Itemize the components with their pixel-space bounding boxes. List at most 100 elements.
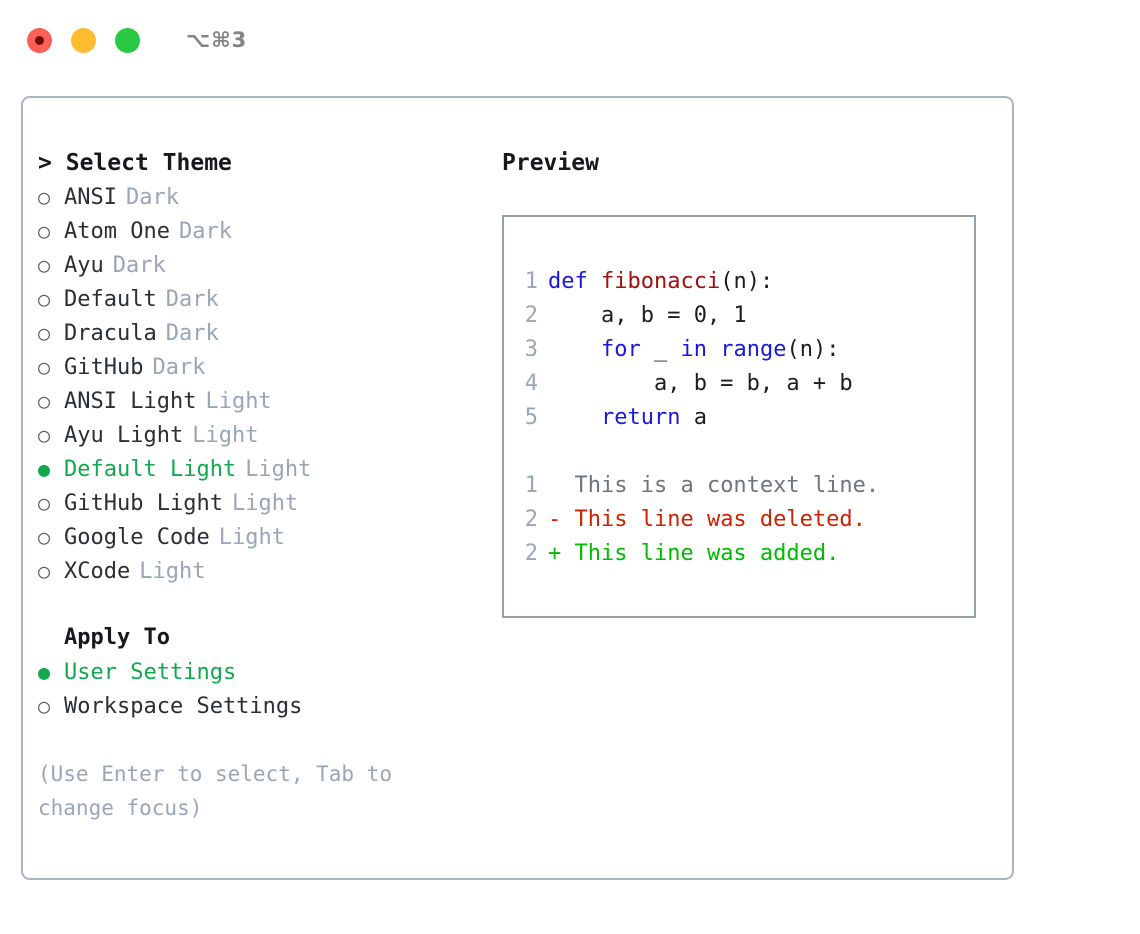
select-theme-heading-label: Select Theme	[65, 150, 232, 176]
record-dot-icon	[35, 35, 44, 45]
radio-unselected-icon: ○	[38, 253, 51, 277]
code-token-txt: a, b = b, a + b	[548, 371, 853, 396]
code-token-txt: (n):	[720, 269, 774, 294]
radio-selected-icon: ●	[38, 660, 51, 684]
line-number: 1	[524, 473, 538, 498]
theme-option-variant-badge: Dark	[178, 219, 232, 244]
code-line: 3 for _ in range(n):	[504, 333, 974, 367]
code-token-kw: in range	[680, 337, 787, 362]
diff-sample: 1 This is a context line.2- This line wa…	[504, 469, 974, 571]
diff-line-add: 2+ This line was added.	[504, 537, 974, 571]
code-line-content: return a	[548, 401, 707, 435]
code-line: 1 def fibonacci(n):	[504, 265, 974, 299]
code-token-kw: for	[600, 337, 641, 362]
radio-unselected-icon: ○	[38, 491, 51, 515]
radio-unselected-icon: ○	[38, 525, 51, 549]
theme-option-variant-badge: Dark	[165, 321, 219, 346]
theme-option-ansi-light[interactable]: ○ ANSI Light Light	[38, 384, 488, 418]
theme-option-label: Ayu Light	[64, 423, 184, 448]
select-theme-heading: > Select Theme	[38, 146, 488, 180]
theme-option-xcode[interactable]: ○ XCode Light	[38, 554, 488, 588]
theme-option-variant-badge: Light	[245, 457, 312, 482]
code-line: 4 a, b = b, a + b	[504, 367, 974, 401]
theme-option-label: GitHub	[64, 355, 144, 380]
line-number: 1	[524, 269, 538, 294]
code-line: 2 a, b = 0, 1	[504, 299, 974, 333]
diff-marker-ctx	[548, 469, 561, 503]
diff-line-content: This line was deleted.	[561, 507, 866, 532]
theme-option-label: Default	[64, 287, 157, 312]
line-number: 5	[524, 405, 538, 430]
theme-option-variant-badge: Dark	[112, 253, 166, 278]
window-controls	[27, 27, 140, 53]
code-diff-separator	[504, 435, 974, 469]
radio-unselected-icon: ○	[38, 355, 51, 379]
theme-option-label: ANSI Light	[64, 389, 197, 414]
theme-option-github[interactable]: ○ GitHub Dark	[38, 350, 488, 384]
theme-option-variant-badge: Light	[205, 389, 272, 414]
theme-option-label: GitHub Light	[64, 491, 223, 516]
theme-option-label: ANSI	[64, 185, 117, 210]
theme-option-variant-badge: Light	[218, 525, 285, 550]
diff-line-content: This is a context line.	[561, 473, 880, 498]
diff-line-ctx: 1 This is a context line.	[504, 469, 974, 503]
theme-option-label: Dracula	[64, 321, 157, 346]
code-token-txt: _	[640, 337, 681, 362]
theme-option-ayu[interactable]: ○ Ayu Dark	[38, 248, 488, 282]
code-token-txt: a, b = 0, 1	[548, 303, 747, 328]
keyboard-shortcut-label: ⌥⌘3	[186, 28, 248, 52]
radio-unselected-icon: ○	[38, 423, 51, 447]
focus-caret-icon: >	[38, 150, 52, 176]
radio-unselected-icon: ○	[38, 559, 51, 583]
radio-unselected-icon: ○	[38, 694, 51, 718]
zoom-button[interactable]	[115, 27, 140, 53]
radio-unselected-icon: ○	[38, 389, 51, 413]
theme-option-ansi[interactable]: ○ ANSI Dark	[38, 180, 488, 214]
radio-unselected-icon: ○	[38, 185, 51, 209]
theme-option-label: Default Light	[64, 457, 237, 482]
theme-option-label: XCode	[64, 559, 131, 584]
theme-option-label: Ayu	[64, 253, 104, 278]
code-token-kw: def	[548, 269, 601, 294]
preview-heading: Preview	[502, 150, 599, 176]
theme-option-github-light[interactable]: ○ GitHub Light Light	[38, 486, 488, 520]
apply-to-section: Apply To ● User Settings ○Workspace Settin…	[38, 621, 488, 723]
code-token-txt	[548, 405, 601, 430]
radio-unselected-icon: ○	[38, 287, 51, 311]
code-line: 5 return a	[504, 401, 974, 435]
apply-to-heading: Apply To	[64, 625, 170, 650]
close-button[interactable]	[27, 27, 52, 53]
diff-line-content: This line was added.	[561, 541, 840, 566]
radio-unselected-icon: ○	[38, 321, 51, 345]
theme-option-variant-badge: Light	[139, 559, 206, 584]
apply-to-option-label: User Settings	[64, 660, 237, 685]
line-number: 3	[524, 337, 538, 362]
code-token-txt: a	[680, 405, 707, 430]
code-token-fn: fibonacci	[600, 269, 721, 294]
apply-to-option-user-settings[interactable]: ● User Settings	[38, 655, 488, 689]
theme-option-variant-badge: Dark	[125, 185, 179, 210]
code-token-kw: return	[600, 405, 681, 430]
keyboard-hint-text: (Use Enter to select, Tab to change focu…	[38, 762, 393, 820]
theme-option-variant-badge: Dark	[152, 355, 206, 380]
line-number: 2	[524, 541, 538, 566]
theme-option-dracula[interactable]: ○ Dracula Dark	[38, 316, 488, 350]
apply-to-option-list: ● User Settings ○Workspace Settings	[38, 655, 488, 723]
code-token-txt	[548, 337, 601, 362]
theme-option-variant-badge: Light	[231, 491, 299, 516]
minimize-button[interactable]	[71, 27, 96, 53]
apply-to-option-workspace-settings[interactable]: ○Workspace Settings	[38, 689, 488, 723]
line-number: 2	[524, 507, 538, 532]
